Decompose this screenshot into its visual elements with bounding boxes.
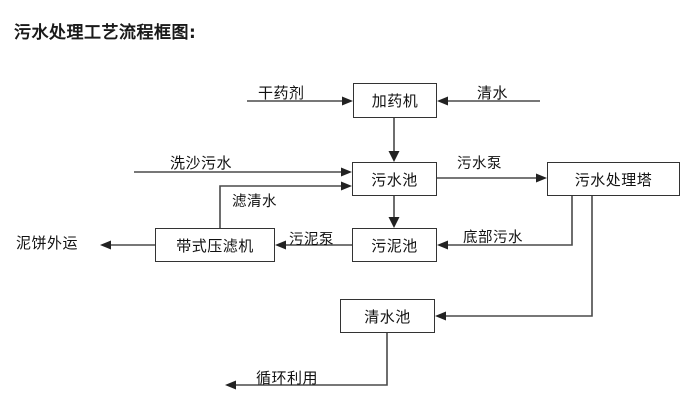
node-dosing-machine[interactable]: 加药机 [353,83,437,118]
node-belt-filter-press[interactable]: 带式压滤机 [155,228,275,262]
node-treatment-tower[interactable]: 污水处理塔 [547,162,680,196]
terminal-label-mud-cake-out: 泥饼外运 [16,234,79,252]
node-label: 污水池 [371,170,418,189]
edge-dry-reagent-to-dosing [247,96,353,106]
edge-label-sludge-pump: 污泥泵 [289,232,334,248]
terminal-label-dry-reagent: 干药剂 [258,84,305,102]
node-clean-water-pool[interactable]: 清水池 [340,299,435,333]
edge-label-wastewater-pump: 污水泵 [457,156,502,172]
edge-label-bottom-wastewater: 底部污水 [463,230,523,246]
edge-press-to-wastewater-pool [219,181,352,228]
terminal-label-sand-wash-water: 洗沙污水 [170,154,233,172]
edge-tower-to-sludge-pool [437,196,573,250]
terminal-label-recycle-use: 循环利用 [256,369,319,387]
edge-sludge-pool-to-press [275,240,352,250]
terminal-label-clean-water-input: 清水 [477,84,509,102]
node-sludge-pool[interactable]: 污泥池 [352,228,437,262]
edge-press-to-mud-cake [100,240,155,250]
edge-wastewater-pool-to-sludge [388,196,400,228]
edge-tower-to-clean-water-pool [435,196,593,321]
node-label: 清水池 [364,307,411,326]
node-label: 带式压滤机 [176,236,254,255]
node-label: 污泥池 [371,236,418,255]
node-label: 污水处理塔 [574,170,653,189]
edge-label-filtrate: 滤清水 [232,194,277,210]
page-title: 污水处理工艺流程框图: [14,23,197,43]
node-wastewater-pool[interactable]: 污水池 [352,162,437,196]
edge-clean-water-to-dosing [437,96,540,106]
edge-sandwash-to-wastewater-pool [134,167,352,177]
edge-dosing-to-wastewater-pool [388,118,400,162]
edge-wastewater-pool-to-tower [437,173,547,183]
edge-clean-water-pool-to-recycle [225,333,388,390]
node-label: 加药机 [371,92,419,110]
